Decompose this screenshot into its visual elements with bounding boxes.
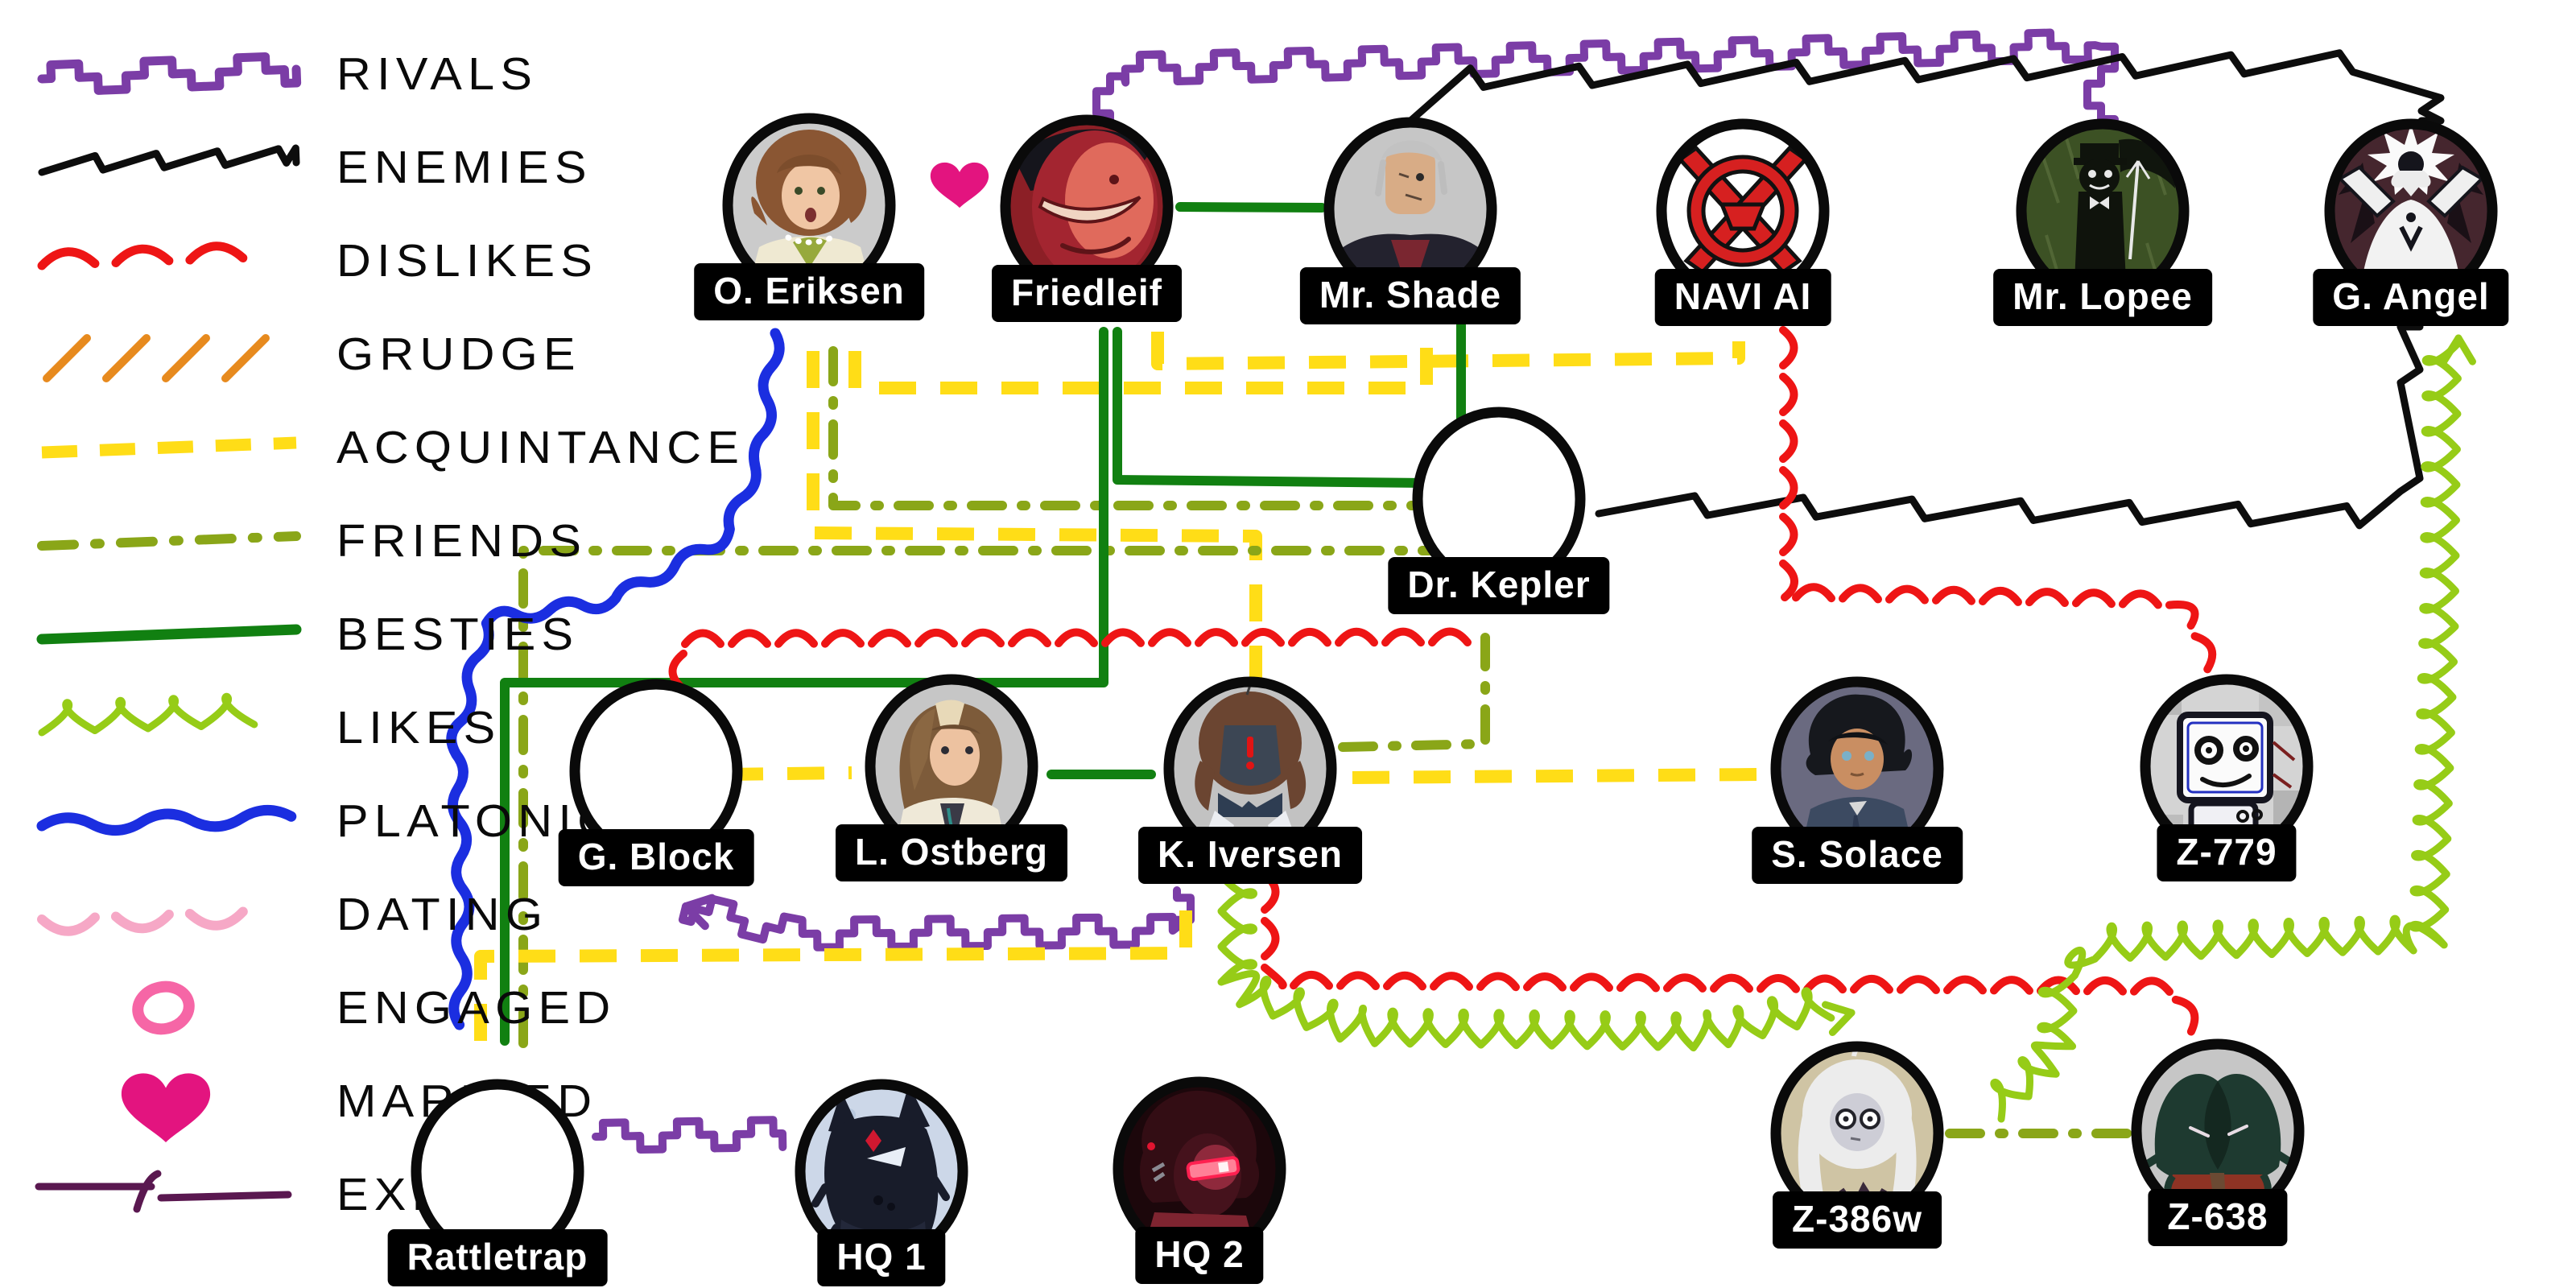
legend-label-friends: FRIENDS — [336, 515, 588, 567]
edge-acquintance-g_block-l_ostberg — [725, 766, 852, 781]
character-label-mr_lopee: Mr. Lopee — [1993, 269, 2212, 326]
edge-rivals-friedleif-mr_lopee — [1092, 28, 2119, 125]
avatar-k_iversen — [1163, 676, 1337, 861]
legend-item-grudge: GRUDGE — [23, 309, 576, 399]
dislikes-line-icon — [37, 242, 248, 270]
legend-label-acquintance: ACQUINTANCE — [336, 422, 745, 473]
legend-label-engaged: ENGAGED — [336, 982, 617, 1034]
character-label-g_block: G. Block — [558, 829, 754, 886]
edge-rivals-rattletrap-hq_1 — [592, 1116, 787, 1154]
character-label-dr_kepler: Dr. Kepler — [1388, 557, 1610, 614]
edge-besties-friedleif-dr_kepler — [1113, 327, 1431, 488]
character-label-g_angel: G. Angel — [2313, 269, 2509, 326]
character-label-z_779: Z-779 — [2157, 824, 2297, 881]
legend-label-enemies: ENEMIES — [336, 142, 592, 193]
avatar-hq_2 — [1113, 1076, 1286, 1261]
legend-label-likes: LIKES — [336, 702, 502, 753]
grudge-line-icon — [43, 334, 270, 382]
platonic-line-icon — [36, 804, 297, 836]
exes-line-icon — [35, 1170, 292, 1213]
character-node-hq_2 — [1107, 1071, 1292, 1267]
legend-item-dislikes: DISLIKES — [23, 216, 592, 306]
legend-label-besties: BESTIES — [336, 609, 580, 660]
married-line-icon — [121, 1073, 211, 1142]
rivals-line-icon — [37, 52, 302, 95]
character-label-z_638: Z-638 — [2148, 1189, 2288, 1246]
edge-likes-z_386w-g_angel — [1990, 339, 2462, 1123]
edge-enemies-dr_kepler-g_angel — [1595, 323, 2424, 530]
enemies-line-icon — [38, 144, 300, 176]
edge-acquintance-rattletrap-k_iversen — [474, 890, 1192, 1041]
legend-item-enemies: ENEMIES — [23, 122, 587, 213]
edge-acquintance-friedleif-navi_ai — [1151, 332, 1745, 370]
character-node-s_solace — [1765, 671, 1950, 867]
edge-besties-friedleif-mr_shade — [1175, 202, 1327, 213]
edge-platonic-o_eriksen-rattletrap — [446, 328, 785, 1030]
besties-line-icon — [36, 624, 302, 645]
legend-label-grudge: GRUDGE — [336, 328, 581, 380]
character-node-friedleif — [994, 109, 1179, 305]
character-node-k_iversen — [1158, 671, 1343, 867]
legend-item-engaged: ENGAGED — [23, 963, 610, 1053]
edge-besties-friedleif-rattletrap — [500, 327, 1108, 1046]
heart-icon — [930, 162, 989, 208]
character-label-s_solace: S. Solace — [1752, 827, 1963, 884]
character-node-z_638 — [2125, 1033, 2310, 1229]
legend-item-friends: FRIENDS — [23, 496, 581, 586]
edge-friends-o_eriksen-dr_kepler — [828, 346, 1443, 510]
legend-item-platonic: PLATONIC — [23, 776, 612, 866]
edge-enemies-mr_shade-g_angel — [1405, 49, 2445, 126]
edge-acquintance-o_eriksen-mr_shade — [848, 328, 1433, 394]
character-node-o_eriksen — [716, 107, 902, 303]
character-label-rattletrap: Rattletrap — [387, 1229, 608, 1286]
avatar-friedleif — [1000, 114, 1174, 299]
edge-dislikes-g_block-dr_kepler — [668, 627, 1472, 693]
character-label-k_iversen: K. Iversen — [1138, 827, 1362, 884]
character-label-o_eriksen: O. Eriksen — [694, 263, 924, 320]
character-label-friedleif: Friedleif — [992, 265, 1182, 322]
edge-dislikes-navi_ai-z_779 — [1779, 326, 2217, 674]
edge-rivals-k_iversen-g_block — [678, 886, 1195, 952]
legend-label-dating: DATING — [336, 889, 549, 940]
edge-dislikes-k_iversen-z_638 — [1261, 870, 2199, 1036]
dating-line-icon — [37, 906, 248, 936]
engaged-line-icon — [132, 980, 195, 1035]
legend-item-dating: DATING — [23, 869, 543, 960]
avatar-o_eriksen — [722, 113, 896, 298]
avatar-s_solace — [1770, 676, 1944, 861]
legend-item-rivals: RIVALS — [23, 29, 532, 119]
character-label-l_ostberg: L. Ostberg — [835, 824, 1068, 881]
character-label-hq_1: HQ 1 — [817, 1229, 946, 1286]
character-label-navi_ai: NAVI AI — [1654, 269, 1831, 326]
character-label-mr_shade: Mr. Shade — [1299, 267, 1521, 324]
avatar-z_638 — [2131, 1038, 2305, 1224]
edge-acquintance-o_eriksen-k_iversen — [807, 351, 1262, 697]
legend-label-rivals: RIVALS — [336, 48, 539, 100]
edge-friends-rattletrap-dr_kepler — [518, 546, 1436, 1048]
character-label-z_386w: Z-386w — [1773, 1191, 1942, 1249]
legend-item-likes: LIKES — [23, 683, 495, 773]
likes-line-icon — [38, 692, 258, 737]
character-label-hq_2: HQ 2 — [1135, 1227, 1264, 1284]
legend-item-besties: BESTIES — [23, 589, 573, 679]
edge-friends-k_iversen-dr_kepler — [1338, 633, 1490, 752]
legend-label-dislikes: DISLIKES — [336, 235, 599, 287]
edge-acquintance-k_iversen-s_solace — [1352, 768, 1761, 784]
legend-item-acquintance: ACQUINTANCE — [23, 402, 739, 493]
edge-likes-k_iversen-z_386w — [1217, 872, 1835, 1052]
friends-line-icon — [37, 531, 301, 551]
acquintance-line-icon — [41, 436, 297, 459]
